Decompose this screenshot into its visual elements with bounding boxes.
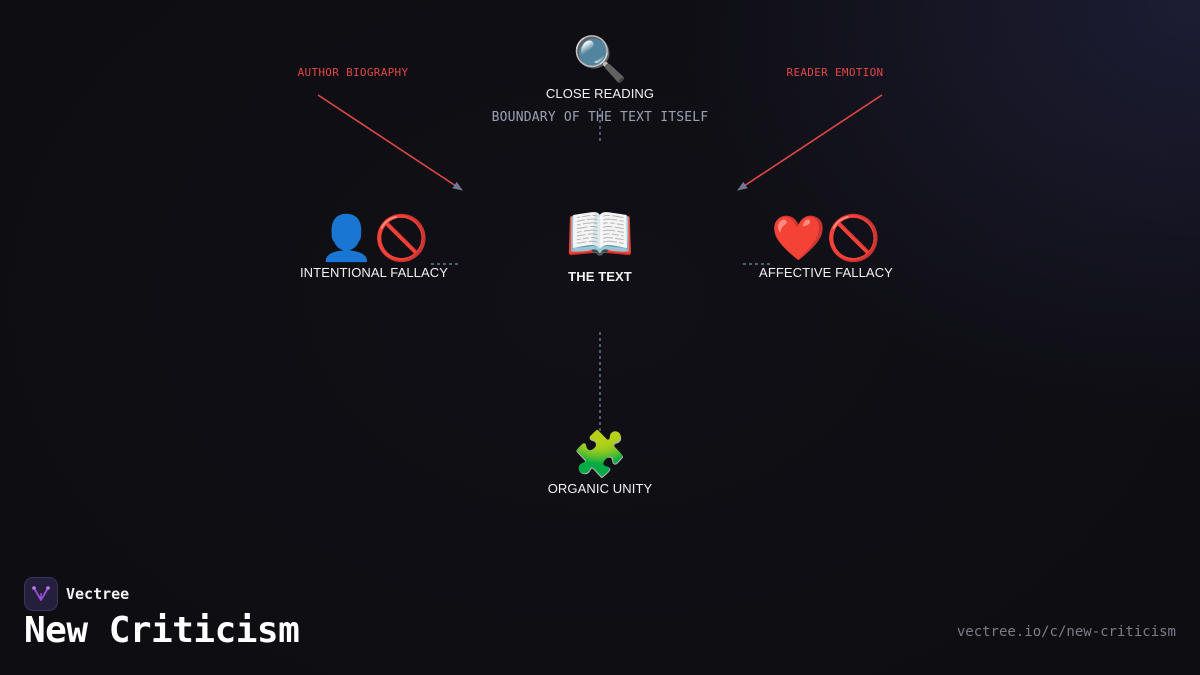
heart-prohibited-icon: ❤️🚫	[771, 213, 881, 264]
author-biography-arrow	[317, 94, 463, 191]
intentional-fallacy-label: INTENTIONAL FALLACY	[299, 265, 449, 280]
close-reading-label: CLOSE READING	[545, 86, 655, 101]
open-book-icon: 📖	[565, 202, 635, 267]
brand-name: Vectree	[66, 585, 130, 603]
reader-emotion-arrow	[737, 94, 883, 191]
vectree-logo-icon	[24, 577, 58, 611]
boundary-note: BOUNDARY OF THE TEXT ITSELF	[491, 110, 709, 125]
organic-unity-label: ORGANIC UNITY	[547, 481, 653, 496]
organic-unity-node: 🧩 ORGANIC UNITY	[547, 429, 653, 497]
person-prohibited-icon: 👤🚫	[319, 213, 429, 264]
close-reading-node: 🔍 CLOSE READING	[545, 34, 655, 102]
affective-fallacy-label: AFFECTIVE FALLACY	[759, 265, 893, 280]
puzzle-piece-icon: 🧩	[572, 429, 628, 480]
the-text-node: 📖 THE TEXT	[565, 202, 635, 285]
affective-fallacy-node: ❤️🚫 AFFECTIVE FALLACY	[759, 213, 893, 281]
magnifier-icon: 🔍	[572, 34, 628, 85]
reader-emotion-note: READER EMOTION	[786, 66, 884, 79]
the-text-label: THE TEXT	[568, 269, 632, 284]
source-url[interactable]: vectree.io/c/new-criticism	[956, 624, 1176, 640]
author-biography-note: AUTHOR BIOGRAPHY	[297, 66, 409, 79]
brand: Vectree	[24, 577, 129, 611]
vectree-logo-mark	[32, 586, 50, 601]
intentional-fallacy-node: 👤🚫 INTENTIONAL FALLACY	[299, 213, 449, 281]
page-title: New Criticism	[24, 610, 300, 651]
